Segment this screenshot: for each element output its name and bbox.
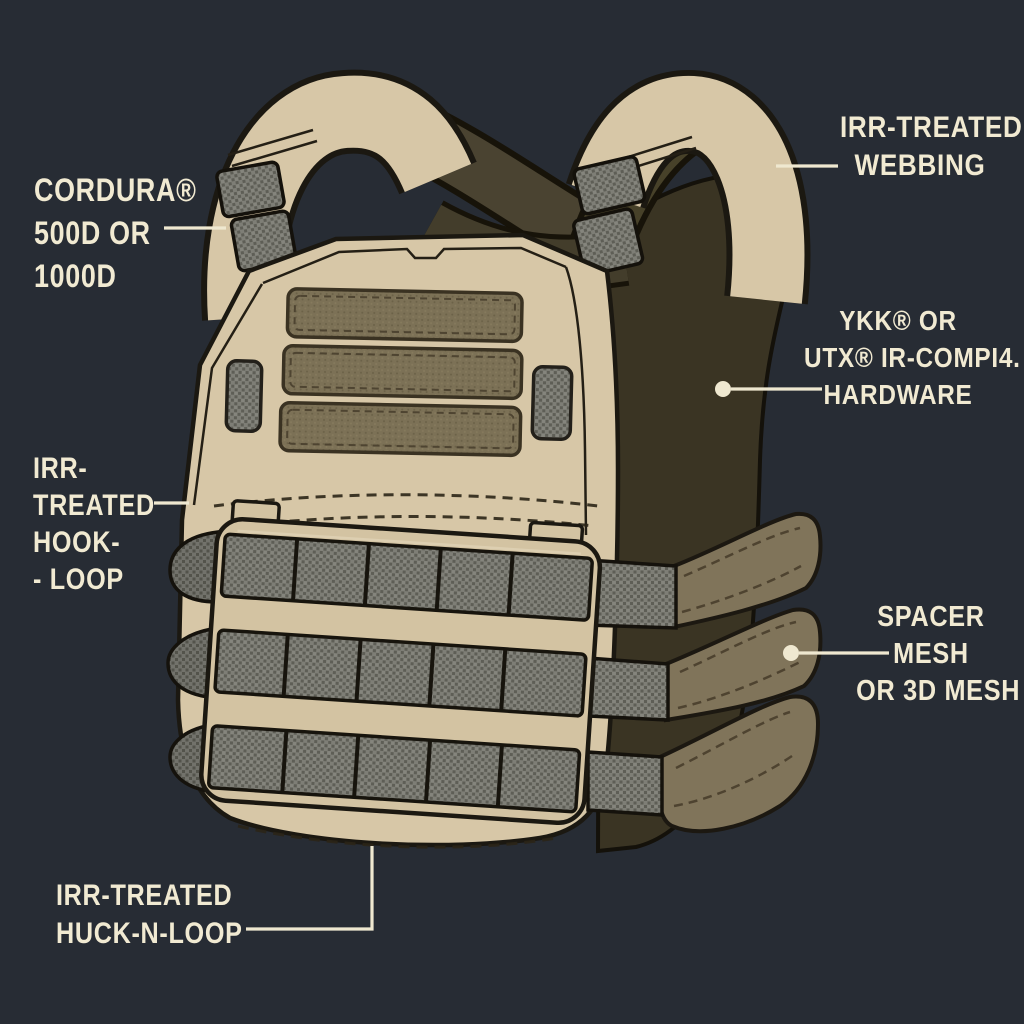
side-webbing-right bbox=[530, 364, 574, 442]
label-line: 1000D bbox=[34, 258, 117, 294]
label-line: YKK® OR bbox=[839, 305, 957, 336]
label-line: - LOOP bbox=[33, 563, 124, 596]
side-webbing-left bbox=[224, 359, 264, 433]
label-huck-n-loop: IRR-TREATED HUCK-N-LOOP bbox=[56, 877, 243, 953]
label-line: WEBBING bbox=[854, 149, 986, 182]
label-irr-treated-webbing: IRR-TREATED WEBBING bbox=[839, 109, 1023, 185]
label-line: OR 3D MESH bbox=[856, 675, 1021, 707]
molle-row-2 bbox=[213, 628, 588, 718]
label-line: UTX® IR-COMPI4. bbox=[804, 342, 1021, 373]
label-line: HOOK- bbox=[33, 526, 121, 559]
leader-dot-hardware bbox=[715, 381, 731, 397]
label-line: TREATED bbox=[33, 489, 155, 522]
label-line: SPACER bbox=[877, 601, 985, 633]
molle-panel bbox=[199, 499, 603, 826]
strap-adjuster-left bbox=[215, 160, 298, 273]
molle-row-1 bbox=[219, 532, 594, 622]
strap-adjuster-right bbox=[572, 155, 647, 277]
hook-loop-strips bbox=[278, 287, 524, 458]
label-line: HUCK-N-LOOP bbox=[56, 917, 243, 950]
leader-lines bbox=[154, 164, 889, 931]
leader-dot-spacer bbox=[783, 645, 799, 661]
label-hook-loop: IRR- TREATED HOOK- - LOOP bbox=[33, 450, 155, 598]
molle-row-3 bbox=[207, 724, 582, 814]
label-line: IRR- bbox=[33, 452, 88, 485]
label-cordura: CORDURA® 500D OR 1000D bbox=[34, 169, 197, 298]
label-line: CORDURA® bbox=[34, 172, 197, 208]
label-line: HARDWARE bbox=[823, 379, 973, 410]
label-line: IRR-TREATED bbox=[839, 111, 1023, 144]
label-line: 500D OR bbox=[34, 215, 151, 251]
label-line: MESH bbox=[893, 638, 969, 670]
leader-huck bbox=[246, 846, 374, 931]
label-line: IRR-TREATED bbox=[56, 879, 233, 912]
label-spacer-mesh: SPACER MESH OR 3D MESH bbox=[856, 599, 1021, 710]
cummerbund bbox=[586, 511, 823, 834]
label-hardware: YKK® OR UTX® IR-COMPI4. HARDWARE bbox=[804, 302, 1021, 413]
